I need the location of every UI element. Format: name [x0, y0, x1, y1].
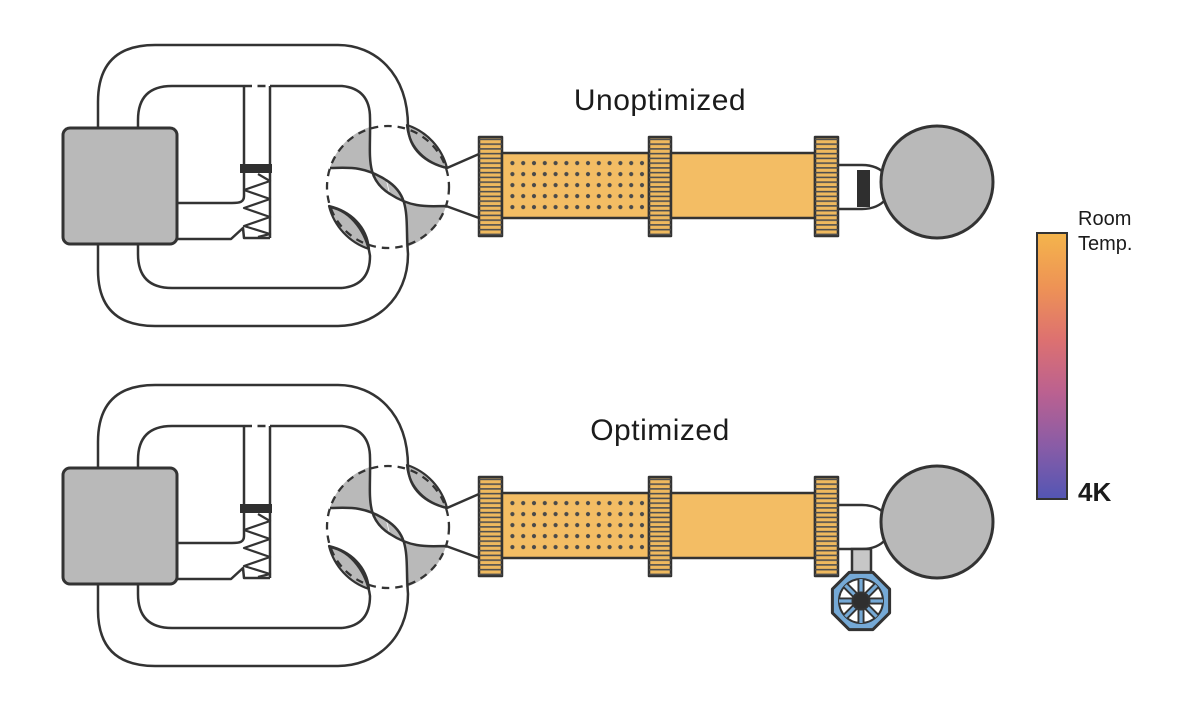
cryocooler-unoptimized: [61, 43, 995, 328]
wheel-spokes: [839, 579, 883, 623]
needle-valve-wheel: [830, 570, 892, 632]
wheel-hub: [851, 591, 871, 611]
colorbar-4k-label: 4K: [1078, 477, 1112, 507]
cryocooler-optimized: [61, 383, 995, 668]
colorbar-room-temp-line1: Room: [1078, 208, 1132, 230]
fixed-orifice-plate: [857, 170, 870, 207]
top-diagram-title: Unoptimized: [573, 84, 747, 117]
colorbar-room-temp-label: Room Temp.: [1078, 207, 1132, 257]
temperature-colorbar: [1036, 232, 1068, 500]
bottom-diagram-title: Optimized: [590, 414, 730, 447]
colorbar-room-temp-line2: Temp.: [1078, 233, 1133, 255]
